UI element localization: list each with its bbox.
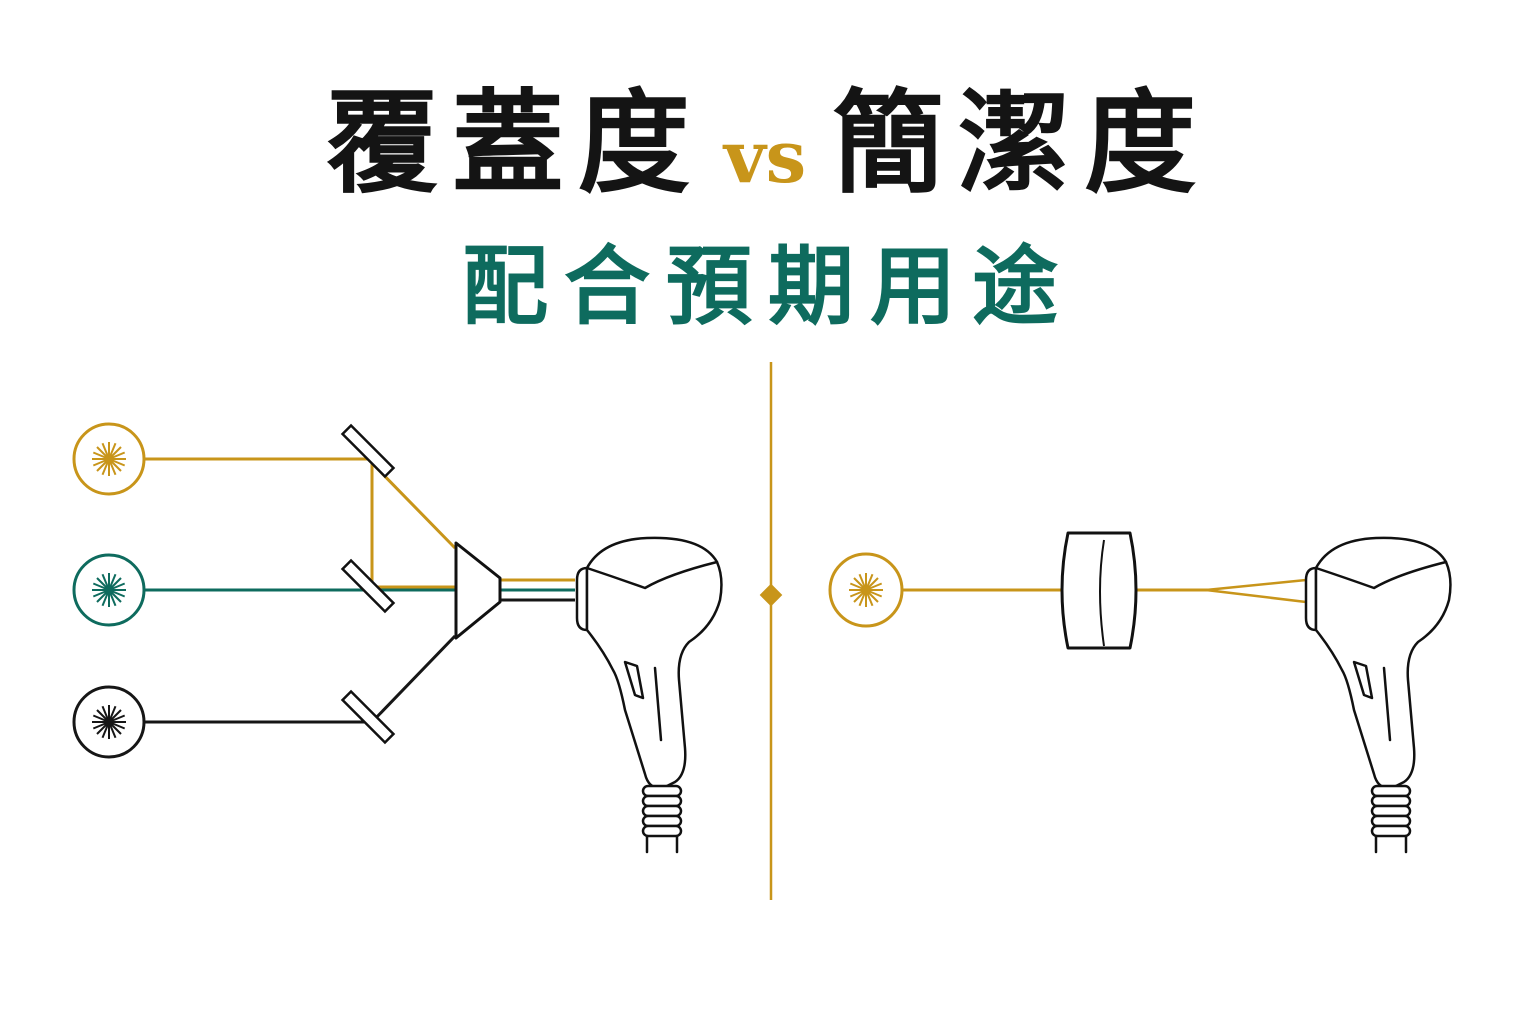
starburst-icon (91, 441, 127, 477)
right-panel (828, 531, 1452, 854)
black-beam (145, 634, 457, 724)
gold-beam-branch (370, 459, 455, 589)
handpiece-left (575, 536, 723, 854)
mirror-bottom (340, 689, 396, 745)
handpiece-right (1304, 536, 1452, 854)
starburst-icon (848, 572, 884, 608)
prism-combiner (454, 541, 502, 640)
title-vs: vs (723, 114, 807, 199)
divider-diamond (759, 583, 783, 607)
focused-beam (1205, 578, 1307, 604)
laser-source-black (72, 685, 146, 759)
title-coverage: 覆蓋度 (325, 78, 704, 209)
starburst-icon (91, 704, 127, 740)
mirror-middle (340, 558, 396, 614)
laser-source-gold (72, 422, 146, 496)
gold-beam (145, 457, 457, 550)
laser-source-teal (72, 553, 146, 627)
laser-source-single (828, 552, 904, 628)
subtitle: 配合預期用途 (462, 236, 1074, 337)
starburst-icon (91, 572, 127, 608)
left-panel (72, 422, 723, 854)
title-simplicity: 簡潔度 (832, 78, 1211, 209)
lens (1060, 531, 1138, 650)
mirror-top (340, 423, 396, 479)
